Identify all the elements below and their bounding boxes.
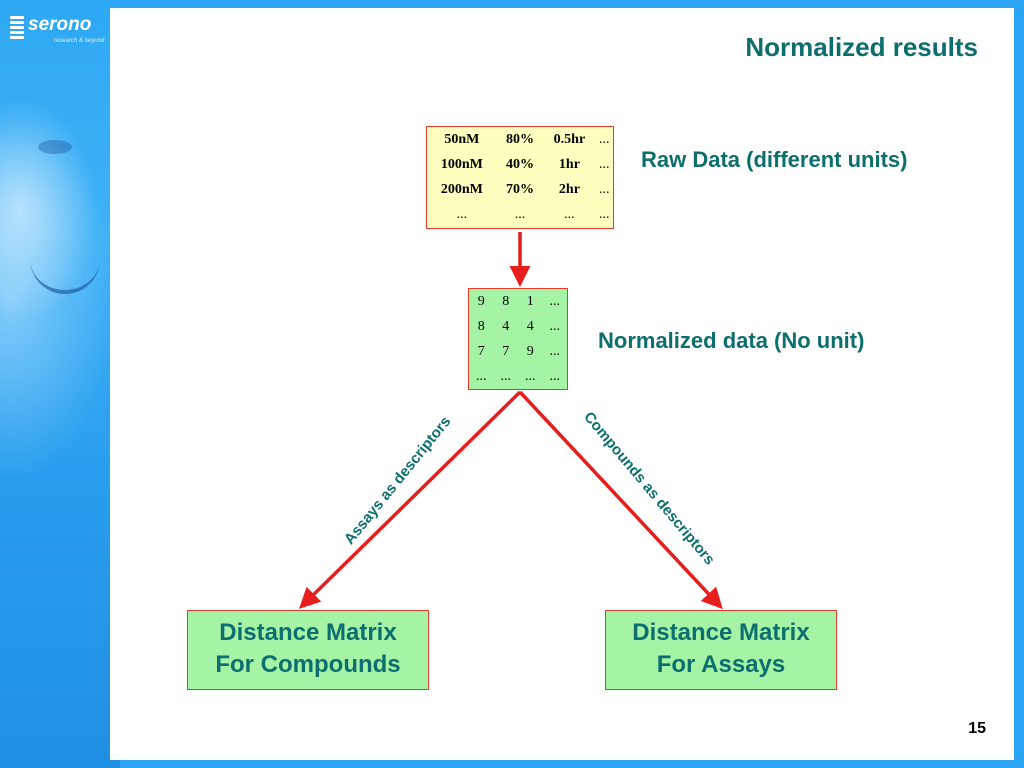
table-cell: 0.5hr (553, 131, 586, 147)
table-cell: ... (525, 368, 536, 384)
table-row: 9 8 1 ... (469, 289, 567, 314)
box-line: Distance Matrix (219, 619, 397, 646)
slide-title: Normalized results (745, 32, 978, 62)
table-cell: ... (476, 368, 487, 384)
photo-eye (38, 140, 72, 154)
table-cell: 7 (502, 343, 510, 359)
table-cell: 1hr (558, 156, 580, 172)
normalized-data-note: Normalized data (No unit) (598, 328, 865, 353)
logo-tagline: research & beyond (54, 38, 105, 44)
compound-distance-matrix-box: Distance Matrix For Compounds (187, 610, 429, 690)
box-line: For Compounds (215, 651, 401, 678)
table-cell: ... (549, 368, 561, 384)
logo-word: serono (28, 14, 92, 35)
table-cell: ... (599, 207, 610, 223)
table-cell: 4 (502, 318, 510, 334)
table-cell: ... (599, 182, 610, 198)
table-row: 7 7 9 ... (469, 339, 567, 364)
box-line: For Assays (656, 651, 786, 678)
table-cell: 8 (502, 293, 510, 309)
table-cell: ... (599, 131, 610, 147)
raw-data-note: Raw Data (different units) (641, 147, 908, 172)
table-cell: 70% (506, 182, 534, 198)
table-cell: ... (500, 368, 512, 384)
table-row: ... ... ... ... (427, 203, 613, 228)
table-cell: 7 (477, 343, 485, 359)
arrow-to-assay-matrix (518, 390, 723, 610)
logo-mark-icon (10, 16, 24, 42)
table-cell: ... (564, 207, 575, 223)
photo-background (0, 0, 120, 768)
table-cell: ... (456, 207, 468, 223)
table-cell: ... (549, 318, 561, 334)
table-cell: ... (549, 293, 561, 309)
table-cell: ... (599, 156, 610, 172)
table-row: 8 4 4 ... (469, 314, 567, 339)
table-cell: 100nM (440, 156, 483, 172)
table-cell: 80% (506, 131, 534, 147)
table-cell: 9 (526, 343, 534, 359)
table-row: 200nM 70% 2hr ... (427, 178, 613, 203)
table-cell: 9 (477, 293, 485, 309)
table-cell: 2hr (558, 182, 580, 198)
table-cell: ... (514, 207, 526, 223)
photo-smile (30, 250, 100, 294)
raw-data-table: 50nM 80% 0.5hr ... 100nM 40% 1hr ... 200… (426, 126, 614, 229)
table-cell: 40% (506, 156, 534, 172)
table-cell: 200nM (440, 182, 483, 198)
table-row: 50nM 80% 0.5hr ... (427, 127, 613, 152)
table-row: ... ... ... ... (469, 364, 567, 389)
assay-distance-matrix-box: Distance Matrix For Assays (605, 610, 837, 690)
table-row: 100nM 40% 1hr ... (427, 152, 613, 177)
serono-logo: serono research & beyond (10, 14, 110, 48)
table-cell: 50nM (444, 131, 480, 147)
table-cell: 4 (526, 318, 534, 334)
normalized-data-table: 9 8 1 ... 8 4 4 ... 7 7 9 ... ... ... ..… (468, 288, 568, 390)
page-number: 15 (968, 720, 986, 737)
box-line: Distance Matrix (632, 619, 810, 646)
table-cell: 8 (477, 318, 485, 334)
arrow-to-compound-matrix (299, 390, 522, 609)
table-cell: ... (549, 343, 561, 359)
table-cell: 1 (526, 293, 534, 309)
